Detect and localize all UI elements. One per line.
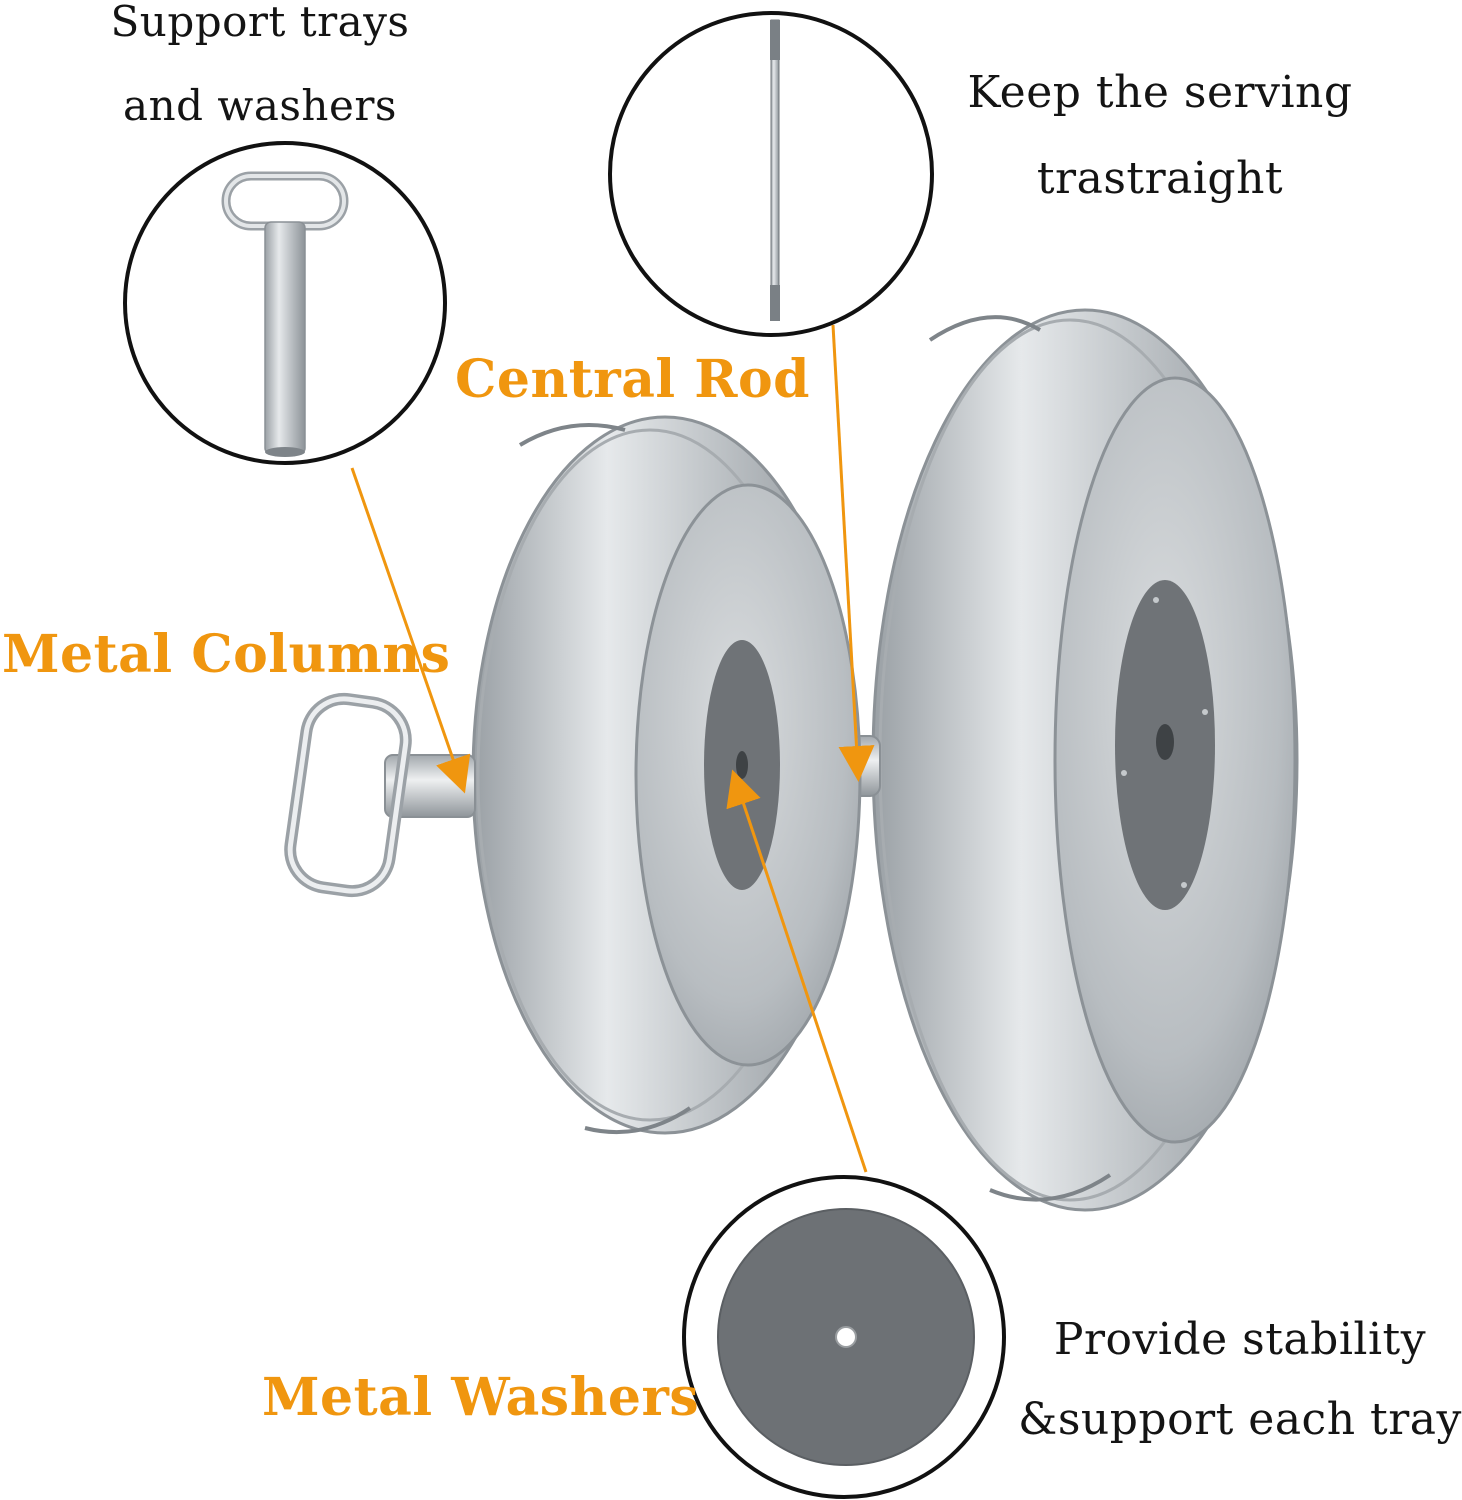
provide-line-1: Provide stability xyxy=(1053,1314,1427,1365)
metal-washers-label: Metal Washers xyxy=(262,1367,700,1428)
central-rod-label: Central Rod xyxy=(455,349,811,410)
keep-line-2: trastraight xyxy=(1036,153,1284,204)
provide-line-2: &support each tray xyxy=(1018,1394,1462,1445)
arrow-columns xyxy=(350,467,471,794)
small-tray xyxy=(471,415,862,1135)
washer-detail-circle xyxy=(682,1175,1006,1499)
arrow-washers xyxy=(726,769,868,1173)
column-detail-circle xyxy=(123,141,447,465)
tray-icon xyxy=(871,308,1299,1212)
large-washer xyxy=(1115,580,1215,910)
support-line-2: and washers xyxy=(123,81,397,130)
support-line-1: Support trays xyxy=(110,0,410,46)
support-description: Support trays and washers xyxy=(60,0,460,148)
metal-column xyxy=(284,692,476,898)
keep-description: Keep the serving trastraight xyxy=(930,50,1390,222)
small-washer xyxy=(704,640,780,890)
rod-detail-circle xyxy=(608,11,934,337)
large-tray xyxy=(871,308,1299,1212)
washer-icon xyxy=(717,1208,975,1466)
provide-description: Provide stability &support each tray xyxy=(1010,1300,1462,1460)
metal-columns-label: Metal Columns xyxy=(2,624,451,685)
metal-column-icon xyxy=(221,171,349,457)
threaded-rod-icon xyxy=(770,19,780,321)
arrow-rod xyxy=(831,324,875,782)
leader-arrows xyxy=(350,324,875,1173)
keep-line-1: Keep the serving xyxy=(967,67,1353,118)
